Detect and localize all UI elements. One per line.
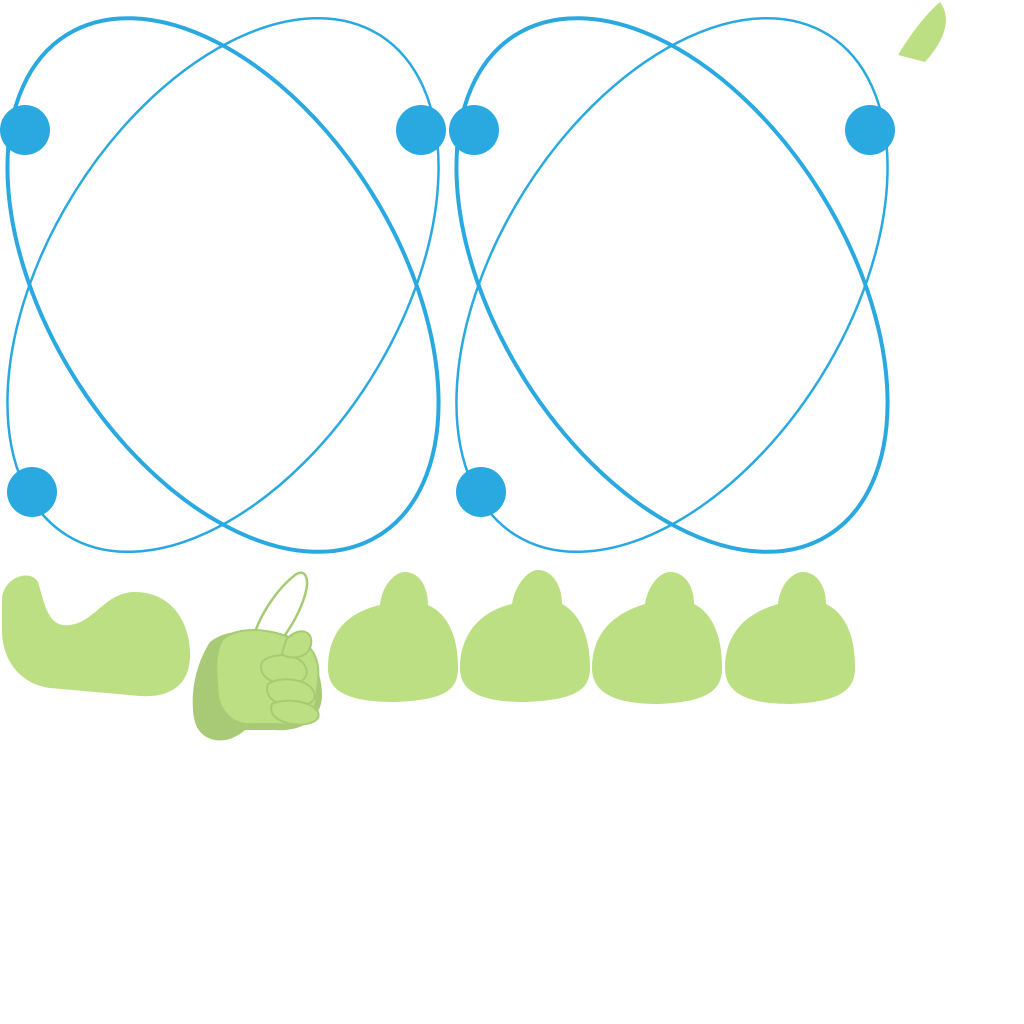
bell-dome-shape xyxy=(328,572,458,702)
thumbs-up-hand-icon xyxy=(192,571,322,741)
atom-orbit-icon xyxy=(0,16,446,554)
orbit-ring xyxy=(6,16,440,554)
blob-wave-shape xyxy=(2,575,190,697)
hand-finger xyxy=(280,630,313,659)
bell-dome-shape xyxy=(592,572,722,704)
leaf-petal-shape xyxy=(898,2,946,62)
hand-finger xyxy=(270,699,320,726)
bell-dome-shape xyxy=(725,572,855,704)
orbit-node xyxy=(845,105,895,155)
orbit-ring xyxy=(455,16,889,554)
orbit-ring xyxy=(454,16,890,554)
orbit-ring xyxy=(5,16,441,554)
atom-orbit-icon xyxy=(449,16,895,554)
orbit-node xyxy=(0,105,50,155)
orbit-node xyxy=(396,105,446,155)
orbit-node xyxy=(456,467,506,517)
orbit-node xyxy=(7,467,57,517)
bell-dome-shape xyxy=(460,570,590,702)
hand-thumb xyxy=(253,571,309,636)
orbit-node xyxy=(449,105,499,155)
